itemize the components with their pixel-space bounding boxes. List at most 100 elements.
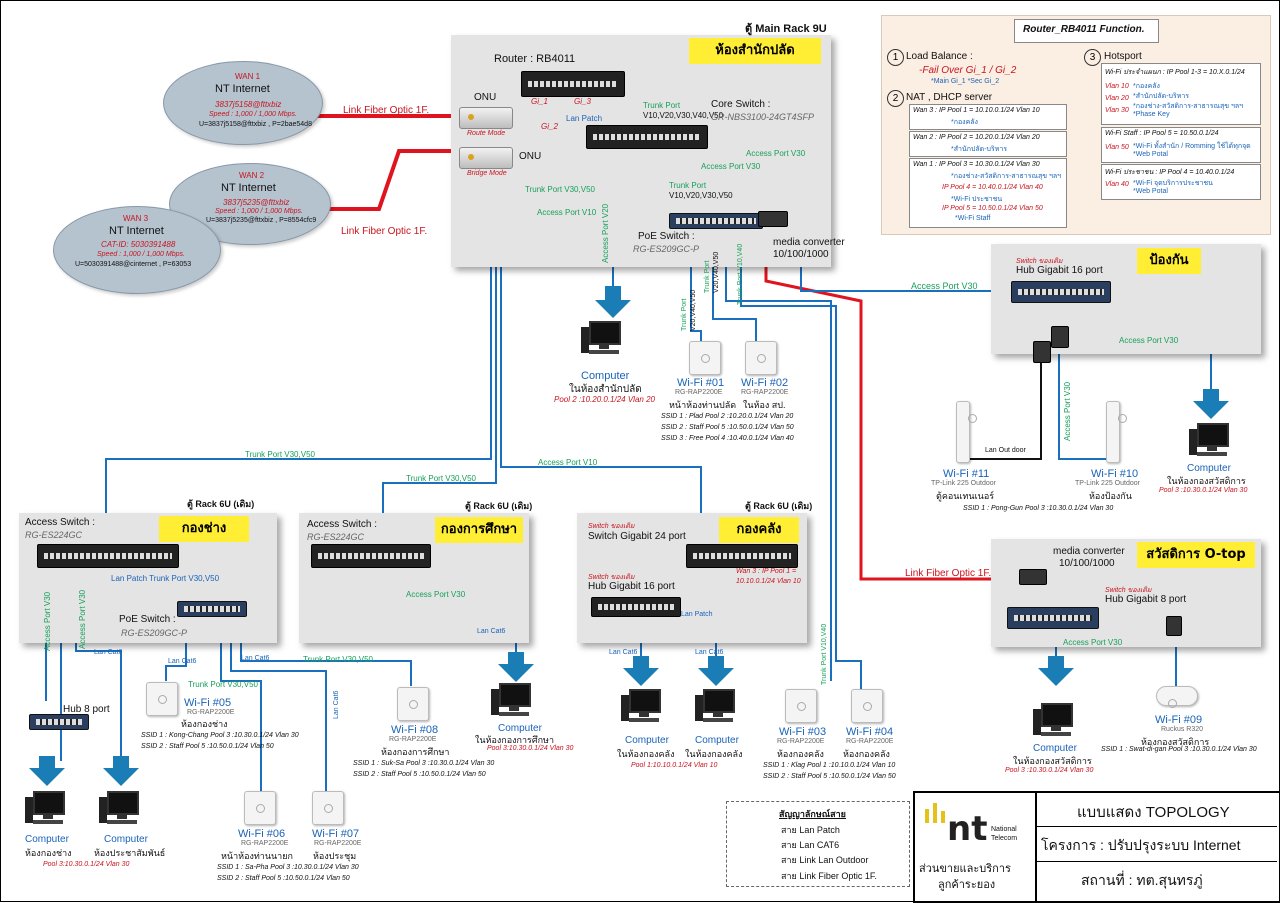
sawat-poe-injector (1166, 616, 1182, 636)
klang-wan3b: 10.10.0.1/24 Vlan 10 (736, 578, 801, 585)
label-access-v30-kc1: Access Port V30 (43, 591, 52, 651)
router-trunk-label: Trunk Port (643, 101, 681, 110)
kongchang-sw-label: Access Switch : (25, 517, 96, 528)
wifi05-model: RG-RAP2200E (187, 709, 235, 716)
computer-kongchang-icon (25, 789, 65, 827)
label-trunk-wifi02-vals: V20,V40,V50 (713, 251, 720, 293)
title-dept2: ลูกค้าระยอง (938, 879, 996, 891)
label-access-v20: Access Port V20 (601, 203, 610, 263)
wifi06-name: Wi-Fi #06 (238, 828, 286, 840)
wifi08-name: Wi-Fi #08 (391, 724, 439, 736)
legend-title: สัญญาลักษณ์สาย (779, 809, 846, 819)
wifi03-model: RG-RAP2200E (777, 738, 825, 745)
arrow-kc-computer2 (113, 756, 129, 770)
wifi01-ap (689, 341, 721, 375)
section-2-number: 2 (887, 90, 904, 107)
router-fn-wan1-sub: *กองช่าง-สวัสดิการ-สาธารณสุข ฯลฯ (951, 173, 1062, 180)
arrow-sawat1 (1203, 389, 1219, 403)
cable-kc-poe-wifi06 (220, 616, 262, 791)
label-access-v30-suksa: Access Port V30 (406, 590, 466, 599)
label-trunk-kongchang: Trunk Port V30,V50 (245, 450, 315, 459)
computer-sawat2-room: ในห้องกองสวัสดิการ (1013, 756, 1092, 766)
poe-switch-main (669, 213, 763, 229)
suksa-access-switch (311, 544, 431, 568)
title-block-divider (1035, 791, 1037, 901)
wan3-cloud (53, 206, 221, 294)
kongchang-label: กองช่าง (159, 516, 249, 542)
title-site: สถานที่ : ทต.สุนทรภู่ (1081, 872, 1203, 888)
klang-switch-24 (686, 544, 798, 568)
router-fn-hs1-v30: Vlan 30 (1105, 107, 1129, 114)
wifi03-ap (785, 689, 817, 723)
wifi08-room: ห้องกองการศึกษา (381, 747, 450, 757)
router-label: Router : RB4011 (494, 53, 576, 65)
suksa-rack: ตู้ Rack 6U (เดิม) (465, 501, 533, 511)
router-fn-hs2-t1: *Wi-Fi ทั้งสำนัก / Romming ใช้ได้ทุกจุด (1133, 143, 1251, 150)
wan2-account: 3837j5235@fttxbiz (223, 198, 290, 207)
computer-kongchang-room: ห้องกองช่าง (25, 848, 72, 858)
media-converter-main-label: media converter (773, 237, 845, 248)
computer-sawat1-label: Computer (1187, 463, 1231, 474)
label-lan-cat6-klang1: Lan Cat6 (609, 649, 638, 656)
title-project: โครงการ : ปรับปรุงระบบ Internet (1041, 837, 1241, 853)
kongchang-sw-model: RG-ES224GC (25, 530, 83, 540)
router-fn-hs1-pk: *Phase Key (1133, 111, 1170, 118)
pongkan-hub (1011, 281, 1111, 303)
wifi07-name: Wi-Fi #07 (312, 828, 360, 840)
klang-hub-note: Switch ของเดิม (588, 574, 635, 581)
router-rb4011 (521, 71, 625, 97)
wifi04-model: RG-RAP2200E (846, 738, 894, 745)
cable-poe-wifi02 (712, 226, 757, 341)
klang-wan3: Wan 3 : IP Pool 1 = (736, 568, 797, 575)
router-fn-wan3-sub: *กองคลัง (951, 119, 978, 126)
label-access-v30-top: Access Port V30 (746, 149, 806, 158)
main-rack-panel (451, 35, 831, 267)
cable-poe-wifi04 (740, 226, 862, 691)
ssid-03-1: SSID 1 : Klag Pool 1 :10.10.0.1/24 Vlan … (763, 762, 896, 769)
kongchang-rack: ตู้ Rack 6U (เดิม) (187, 499, 255, 509)
computer-klang1-label: Computer (625, 735, 669, 746)
router-fn-hs3-title: Wi-Fi ประชาชน : IP Pool 4 = 10.40.0.1/24 (1105, 169, 1235, 176)
computer-sawat1-pool: Pool 3 :10.30.0.1/24 Vlan 30 (1159, 487, 1248, 494)
klang-hub-16 (591, 597, 681, 617)
label-trunk-wifi03: Trunk Port V10,V40 (821, 623, 828, 685)
computer-klang2-room: ในห้องกองคลัง (685, 749, 743, 759)
section-1-number: 1 (887, 49, 904, 66)
label-trunk-kc-wifi08: Trunk Port V30,V50 (303, 655, 373, 664)
wan1-account: 3837j5158@fttxbiz (215, 100, 282, 109)
ssid-08-2: SSID 2 : Staff Pool 5 :10.50.0.1/24 Vlan… (353, 771, 486, 778)
arrow-head-suksa (498, 664, 534, 682)
klang-label: กองคลัง (719, 517, 799, 543)
wifi02-room: ในห้อง สป. (743, 400, 786, 410)
wifi07-model: RG-RAP2200E (314, 840, 362, 847)
arrow-head-sawat1 (1193, 401, 1229, 419)
label-lan-cat6-kc: Lan Cat6 (94, 649, 123, 656)
arrow-head-computer-main (595, 300, 631, 318)
router-fn-hs3-t2: *Web Potal (1133, 188, 1168, 195)
kongchang-hub-label: Hub 8 port (63, 704, 110, 715)
computer-sawat2-label: Computer (1033, 743, 1077, 754)
router-trunk-vlans: V10,V20,V30,V40,V50 (643, 111, 724, 120)
wan3-title: WAN 3 (123, 214, 149, 223)
label-trunk-v30-v50: Trunk Port V30,V50 (525, 185, 595, 194)
main-rack-title: ตู้ Main Rack 9U (745, 23, 827, 35)
kongchang-poe-model: RG-ES209GC-P (121, 628, 188, 638)
ssid-08-1: SSID 1 : Suk-Sa Pool 3 :10.30.0.1/24 Vla… (353, 760, 495, 767)
router-fn-s2-title: NAT , DHCP server (906, 92, 993, 103)
wifi02-name: Wi-Fi #02 (741, 377, 789, 389)
computer-main-icon (581, 319, 621, 357)
wifi09-name: Wi-Fi #09 (1155, 714, 1203, 726)
title-doc: แบบแสดง TOPOLOGY (1077, 804, 1230, 821)
ssid-03-2: SSID 2 : Staff Pool 5 :10.50.0.1/24 Vlan… (763, 773, 896, 780)
onu2-device (459, 147, 513, 169)
legend-box (726, 801, 910, 887)
router-fn-pool4: IP Pool 4 = 10.40.0.1/24 Vlan 40 (942, 184, 1043, 191)
router-fn-hs2-t2: *Web Potal (1133, 151, 1168, 158)
wan3-box (909, 104, 1067, 130)
wifi10-name: Wi-Fi #10 (1091, 468, 1139, 480)
router-fn-hs3-t1: *Wi-Fi จุดบริการประชาชน (1133, 180, 1213, 187)
klang-lan-patch: Lan Patch (681, 611, 713, 618)
arrow-kc-computer1 (39, 756, 55, 770)
router-fn-hs1-v10: Vlan 10 (1105, 83, 1129, 90)
wifi08-model: RG-RAP2200E (389, 736, 437, 743)
